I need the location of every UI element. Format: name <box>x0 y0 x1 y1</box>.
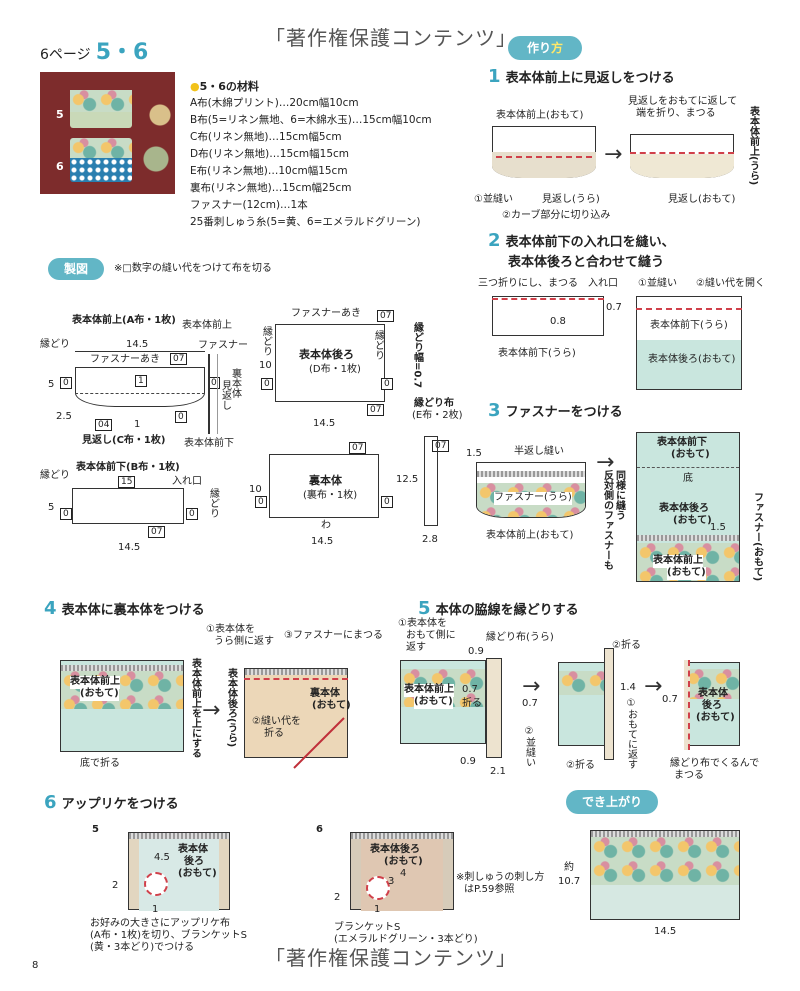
bullet-icon: ● <box>190 80 200 93</box>
front-lower-shape <box>72 488 184 524</box>
watermark-bottom: 「著作権保護コンテンツ」 <box>265 946 517 970</box>
pattern-badge: 製図 <box>48 258 104 280</box>
arrow-right-icon: → <box>596 450 615 475</box>
pattern-lining: 07 裏本体 (裏布・1枚) 10 0 0 わ 14.5 <box>245 440 395 550</box>
step4-left-piece <box>60 660 184 752</box>
pattern-binding: 縁どり布 (E布・2枚) 07 12.5 2.8 <box>396 398 463 545</box>
step-4-heading: 4 表本体に裏本体をつける <box>44 598 205 619</box>
method-badge: 作り方 <box>508 36 582 60</box>
step-3-heading: 3 ファスナーをつける <box>488 400 623 421</box>
photo-pouch-5 <box>70 90 132 128</box>
page-number: 8 <box>32 960 39 971</box>
step-5-heading: 5 本体の脇線を縁どりする <box>418 598 579 619</box>
step-1: 1 表本体前上に見返しをつける 表本体前上(おもて) ①並縫い 見返し(うら) … <box>474 66 788 226</box>
step-6-heading: 6 アップリケをつける <box>44 792 179 813</box>
front-upper-title: 表本体前上(A布・1枚) <box>72 315 176 326</box>
lining-shape <box>269 454 379 518</box>
photo-flowers <box>140 82 175 192</box>
front-upper-bind: 縁どり <box>40 339 70 350</box>
front-upper-width: 14.5 <box>126 339 149 350</box>
step5-right-piece <box>684 662 740 746</box>
step-4: 4 表本体に裏本体をつける 表本体前上 (おもて) 底で折る 表本体前上を上にす… <box>44 598 394 788</box>
materials-item: ファスナー(12cm)…1本 <box>190 199 308 211</box>
materials-item: 25番刺しゅう糸(5=黄、6=エメラルドグリーン) <box>190 216 421 228</box>
arrow-right-icon: → <box>522 674 541 699</box>
page-header: 6ページ 5・6 <box>40 34 148 66</box>
pattern-note: ※□数字の縫い代をつけて布を切る <box>114 263 272 274</box>
step3-right-piece: 表本体前下 (おもて) 底 表本体後ろ (おもて) 表本体前上 (おもて) <box>636 432 740 582</box>
pattern-front-upper: 表本体前上(A布・1枚) 縁どり 14.5 ファスナーあき 07 0 0 1 5… <box>40 315 240 450</box>
arrow-right-icon: → <box>644 674 663 699</box>
applique-circle-6 <box>366 876 390 900</box>
materials-title: ●5・6の材料 <box>190 80 259 93</box>
photo-label-6: 6 <box>56 160 64 173</box>
pattern-front-lower: 表本体前下(B布・1枚) 縁どり 15 入れ口 5 0 0 縁どり 07 14.… <box>40 462 219 553</box>
facing-label: 見返し(C布・1枚) <box>82 435 166 446</box>
step-5: 5 本体の脇線を縁どりする ①表本体を おもて側に 返す 縁どり布(うら) 0.… <box>398 598 793 793</box>
finished-badge: でき上がり <box>566 790 658 814</box>
finished-pouch <box>590 830 740 920</box>
pattern-back: ファスナーあき 07 縁どり 10 表本体後ろ (D布・1枚) 0 0 07 1… <box>255 306 415 436</box>
front-upper-zipper: ファスナーあき <box>90 354 160 365</box>
photo-label-5: 5 <box>56 108 64 121</box>
project-numbers: 5・6 <box>95 40 149 65</box>
step3-left-piece <box>476 462 586 518</box>
seam-allowance: 07 <box>170 353 188 365</box>
step-6: 6 アップリケをつける 5 表本体 後ろ (おもて) 4.5 2 1 お好みの大… <box>44 792 545 953</box>
step-2-heading: 2 表本体前下の入れ口を縫い、 <box>488 230 675 251</box>
materials-item: 裏布(リネン無地)…15cm幅25cm <box>190 182 352 194</box>
materials-item: C布(リネン無地)…15cm幅5cm <box>190 131 342 143</box>
pattern-side-view: 表本体前上 ファスナー 裏本体 見返し 表本体前下 <box>182 320 248 449</box>
materials-item: B布(5=リネン無地、6=木綿水玉)…15cm幅10cm <box>190 114 432 126</box>
materials-item: A布(木綿プリント)…20cm幅10cm <box>190 97 359 109</box>
product-photo: 5 6 <box>40 72 175 194</box>
photo-pouch-6 <box>70 138 132 182</box>
step-1-heading: 1 表本体前上に見返しをつける <box>488 66 675 87</box>
back-shape <box>275 324 385 402</box>
applique-circle-5 <box>144 872 168 896</box>
page-ref: 6ページ <box>40 47 91 63</box>
watermark-top: 「著作権保護コンテンツ」 <box>265 26 517 50</box>
step-3: 3 ファスナーをつける 半返し縫い 1.5 ファスナー(うら) 表本体前上(おも… <box>466 400 788 590</box>
bind-width-note: 縁どり幅=0.7 <box>411 322 423 389</box>
arrow-right-icon: → <box>202 698 221 723</box>
arrow-right-icon: → <box>604 142 623 167</box>
step-2: 2 表本体前下の入れ口を縫い、 表本体後ろと合わせて縫う 三つ折りにし、まつる … <box>478 230 788 395</box>
materials-block: ●5・6の材料 A布(木綿プリント)…20cm幅10cm B布(5=リネン無地、… <box>190 78 432 231</box>
materials-item: D布(リネン無地)…15cm幅15cm <box>190 148 350 160</box>
materials-item: E布(リネン無地)…10cm幅15cm <box>190 165 348 177</box>
step2-right-piece <box>636 296 742 390</box>
front-upper-shape <box>75 367 205 407</box>
binding-shape <box>424 436 438 526</box>
step2-left-piece <box>492 296 604 336</box>
step4-right-piece <box>244 668 348 758</box>
needle-thread <box>293 717 345 769</box>
